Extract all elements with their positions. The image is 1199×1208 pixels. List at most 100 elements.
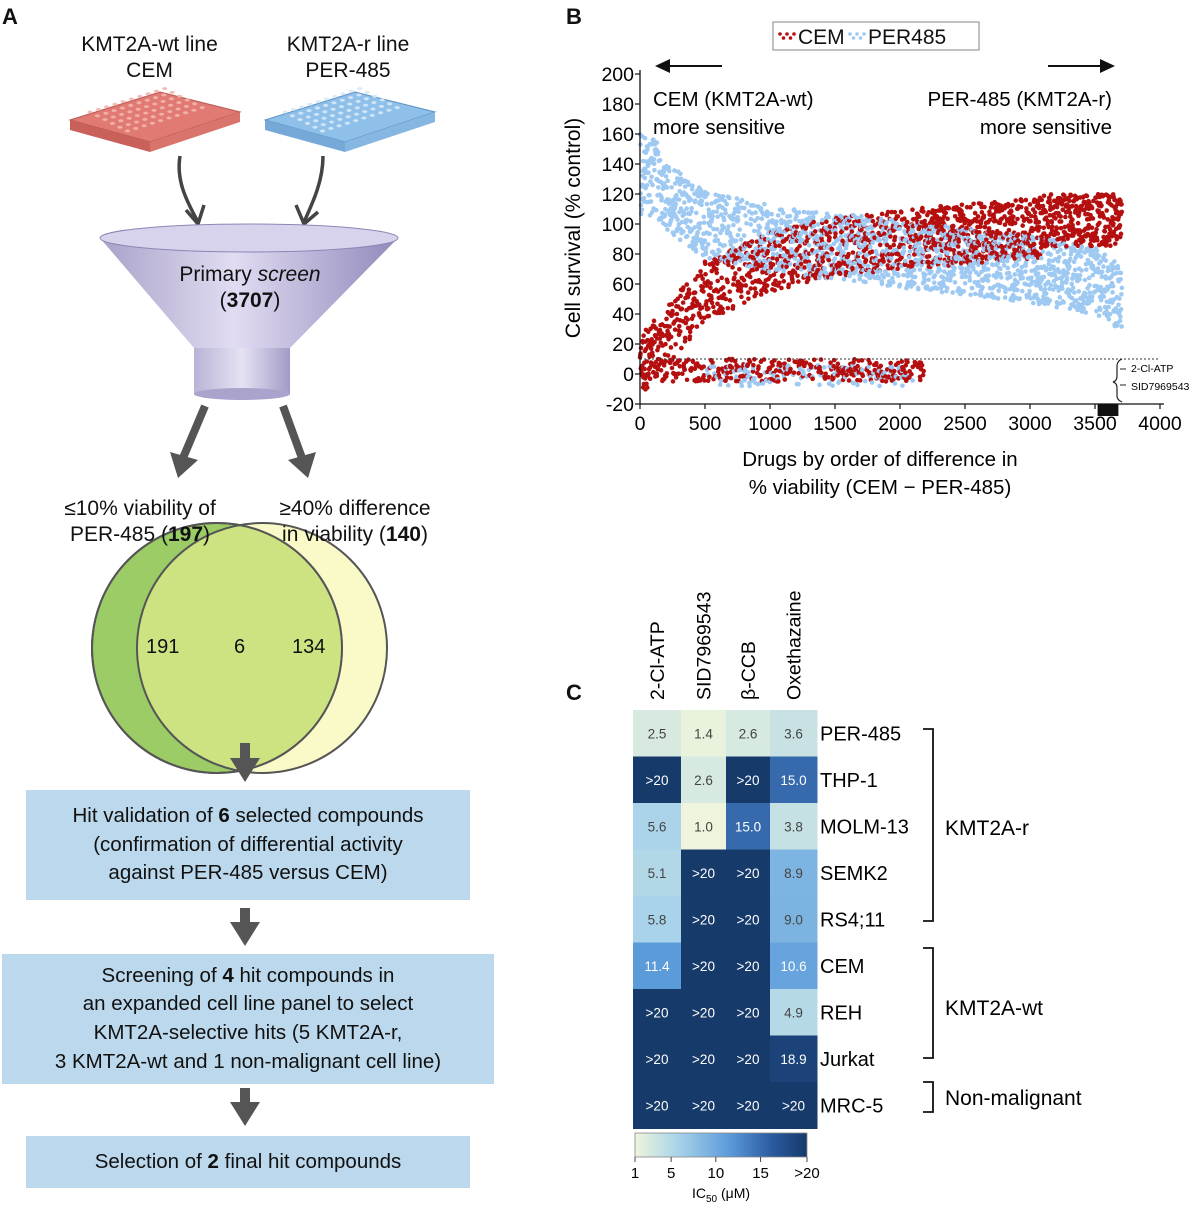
per485-point [894, 247, 900, 253]
cem-point [729, 365, 735, 370]
heatmap-cell [633, 942, 682, 990]
per485-point [1038, 286, 1044, 292]
venn-right-count: 134 [292, 636, 326, 658]
per485-point [847, 259, 852, 265]
per485-point [666, 168, 672, 174]
heatmap-value: >20 [737, 773, 760, 788]
per485-point [736, 209, 741, 215]
cem-point [747, 274, 753, 280]
cem-point [905, 359, 910, 365]
cem-point [697, 378, 703, 383]
per485-point [747, 383, 752, 389]
cem-point [1107, 237, 1112, 243]
cem-point [1005, 201, 1011, 207]
cem-point [785, 249, 791, 255]
cem-point [692, 366, 698, 372]
per485-point [833, 227, 838, 233]
cem-point [667, 324, 672, 329]
cem-point [679, 345, 684, 351]
heatmap-cell [681, 803, 727, 850]
cem-point [986, 226, 992, 231]
cem-point [1029, 213, 1034, 219]
per485-point [725, 227, 730, 233]
per485-point [1083, 267, 1089, 272]
colorbar-tick: 5 [667, 1165, 675, 1182]
cem-point [680, 371, 685, 377]
per485-point [1029, 279, 1035, 284]
cem-point [704, 299, 709, 304]
per485-point [692, 225, 698, 230]
heatmap-cell [681, 710, 727, 757]
per485-point [1020, 288, 1025, 294]
per485-point [998, 275, 1004, 280]
step1-a: Hit validation of [72, 803, 219, 827]
heatmap-cell [770, 803, 818, 850]
per485-point [766, 269, 772, 274]
per485-point [830, 383, 835, 388]
per485-point [978, 291, 984, 296]
cem-point [933, 242, 938, 248]
per485-point [885, 272, 891, 278]
per485-point [917, 267, 923, 272]
per485-point [1023, 269, 1028, 274]
per485-point [839, 214, 845, 220]
cell-line-label: THP-1 [820, 770, 878, 792]
per485-point [1105, 287, 1110, 292]
x-axis-label-line2: % viability (CEM − PER-485) [749, 476, 1012, 499]
per485-point [853, 269, 858, 274]
per485-point [771, 373, 777, 378]
per485-point [648, 179, 653, 184]
funnel-count: 3707 [226, 289, 274, 313]
cem-point [650, 353, 656, 359]
cem-point [773, 278, 778, 283]
x-tick-label: 4000 [1138, 413, 1182, 435]
per485-point [741, 233, 747, 238]
per485-point [945, 251, 950, 256]
per485-point [1070, 272, 1076, 278]
per485-point [1086, 275, 1092, 281]
heatmap-value: >20 [782, 1098, 805, 1113]
cem-point [1012, 220, 1018, 226]
cem-point [696, 302, 702, 307]
per485-point [826, 381, 832, 387]
cem-point [1042, 231, 1047, 236]
per485-point [752, 218, 758, 224]
cem-point [733, 271, 738, 276]
per485-point [859, 213, 864, 219]
line-right-name: KMT2A-r line [286, 33, 410, 56]
line-right-label: KMT2A-r line PER-485 [258, 32, 438, 85]
per485-point [856, 230, 861, 236]
cem-point [1105, 217, 1111, 222]
heatmap-cell [770, 756, 818, 804]
per485-point [1015, 280, 1020, 285]
cem-point [896, 252, 901, 257]
per485-point [697, 226, 702, 231]
per485-point [807, 262, 812, 268]
cem-point [891, 242, 897, 248]
per485-point [826, 214, 832, 220]
per485-point [657, 157, 663, 163]
funnel-count-close: ) [273, 289, 281, 313]
group-kmt2a-r: KMT2A-r [945, 817, 1029, 840]
legend-per485: PER485 [868, 26, 946, 49]
cem-point [811, 219, 816, 225]
per485-point [971, 267, 976, 272]
cem-point [726, 262, 731, 268]
cem-point [1058, 225, 1064, 231]
cem-point [899, 210, 904, 215]
cem-point [700, 276, 705, 282]
cem-point [727, 298, 733, 303]
cem-point [975, 214, 981, 219]
cem-point [1049, 228, 1055, 233]
per485-point [952, 265, 957, 271]
heatmap-value: 11.4 [644, 959, 670, 974]
cem-point [987, 217, 993, 223]
per485-point [1105, 265, 1111, 270]
per485-point [962, 280, 968, 286]
per485-point [689, 227, 695, 233]
cem-point [833, 231, 838, 236]
per485-point [1087, 282, 1092, 288]
per485-point [811, 223, 817, 229]
cem-point [651, 318, 657, 324]
heatmap-value: >20 [692, 1005, 715, 1020]
